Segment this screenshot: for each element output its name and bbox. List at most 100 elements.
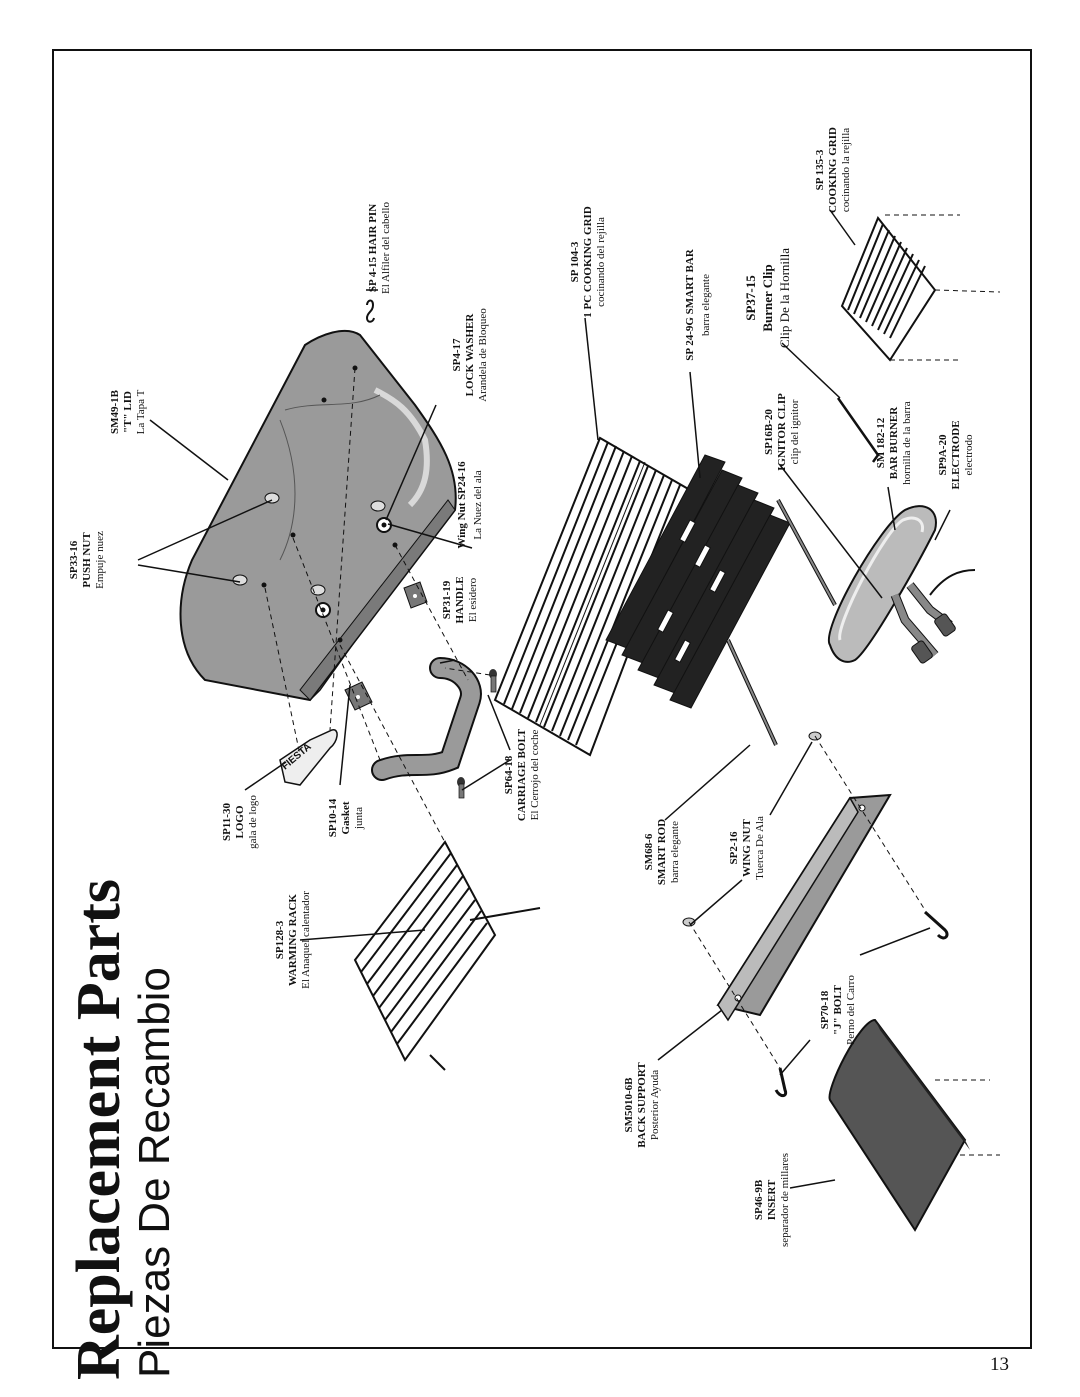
logo-spanish: gala de logo	[247, 795, 259, 849]
logo-code: SP11-30	[221, 803, 233, 841]
label-wing-nut: SP2-16 WING NUT Tuerca De Ala	[728, 816, 766, 880]
electrode-name: ELECTRODE	[950, 420, 962, 489]
carriage-bolt-name: CARRIAGE BOLT	[516, 728, 528, 821]
burner-clip-drawing	[836, 397, 880, 463]
logo-name: LOGO	[234, 805, 246, 838]
t-lid-spanish: La Tapa T	[135, 389, 147, 434]
wing-nut-lid-code: Wing Nut SP24-16	[456, 461, 468, 549]
cooking-grid-1pc-code: SP 104-3	[569, 241, 581, 282]
warming-rack-code: SP128-3	[274, 920, 286, 959]
cooking-grid-code: SP 135-3	[814, 149, 826, 190]
bar-burner-drawing	[827, 505, 976, 664]
push-nut-name: PUSH NUT	[81, 532, 93, 588]
burner-clip-spanish: Clip De la Hornilla	[777, 248, 792, 348]
label-cooking-grid-1pc: SP 104-3 1 PC COOKING GRID cocinando del…	[569, 206, 607, 318]
gasket-name: Gasket	[340, 801, 352, 834]
warming-rack-name: WARMING RACK	[287, 894, 299, 986]
label-insert: SP46-9B INSERT separador de millares	[753, 1153, 791, 1247]
cooking-grid-name: COOKING GRID	[827, 127, 839, 213]
cooking-grid-1pc-drawing	[493, 436, 692, 757]
page-border	[52, 49, 1032, 1349]
back-support-spanish: Posterior Ayuda	[649, 1070, 661, 1140]
smart-rod-name: SMART ROD	[656, 819, 668, 885]
label-smart-bar: SP 24-9G SMART BAR barra elegante	[684, 248, 712, 361]
lock-washer-spanish: Arandela de Bloqueo	[477, 308, 489, 402]
cooking-grid-1pc-name: 1 PC COOKING GRID	[582, 206, 594, 318]
smart-rod-drawing	[726, 499, 837, 746]
cooking-grid-1pc-spanish: cocinando del rejilla	[595, 217, 607, 307]
back-support-name: BACK SUPPORT	[636, 1062, 648, 1148]
lock-washer-name: LOCK WASHER	[464, 313, 476, 397]
t-lid-code: SM49-1B	[109, 389, 121, 434]
label-push-nut: SP33-16 PUSH NUT Empuje nuez	[68, 531, 106, 589]
gasket-code: SP10-14	[327, 798, 339, 837]
push-nut-spanish: Empuje nuez	[94, 531, 106, 589]
smart-bar-drawing	[605, 454, 791, 709]
label-wing-nut-lid: Wing Nut SP24-16 La Nuez del ala	[456, 461, 484, 549]
t-lid-drawing	[179, 329, 457, 702]
j-bolt-drawing	[923, 910, 949, 940]
j-bolt-name: "J" BOLT	[832, 984, 844, 1035]
smart-bar-code: SP 24-9G SMART BAR	[684, 248, 696, 361]
cooking-grid-drawing	[840, 216, 937, 362]
wing-nut-name: WING NUT	[741, 818, 753, 876]
j-bolt-drawing-2	[774, 1067, 788, 1098]
label-electrode: SP9A-20 ELECTRODE electrodo	[937, 420, 975, 489]
insert-spanish: separador de millares	[779, 1153, 791, 1247]
label-ignitor-clip: SP16B-20 IGNITOR CLIP clip del ignitor	[763, 393, 801, 471]
label-handle: SP31-19 HANDLE El esidero	[441, 576, 479, 623]
smart-rod-spanish: barra elegante	[669, 821, 681, 883]
hair-pin-spanish: El Alfiler del cabello	[380, 202, 392, 294]
j-bolt-spanish: Perno del Carro	[845, 975, 857, 1045]
label-lock-washer: SP4-17 LOCK WASHER Arandela de Bloqueo	[451, 308, 489, 402]
insert-name: INSERT	[766, 1179, 778, 1220]
wing-nut-code: SP2-16	[728, 831, 740, 865]
bar-burner-name: BAR BURNER	[888, 406, 900, 479]
t-lid-name: "T" LID	[122, 391, 134, 433]
label-burner-clip: SP37-15 Burner Clip Clip De la Hornilla	[743, 248, 792, 348]
handle-drawing	[371, 657, 482, 781]
label-bar-burner: SM 182-12 BAR BURNER hornilla de la barr…	[875, 401, 913, 484]
label-smart-rod: SM68-6 SMART ROD barra elegante	[643, 819, 681, 885]
wing-nut-lid-spanish: La Nuez del ala	[472, 470, 484, 539]
hair-pin-drawing	[365, 299, 375, 323]
leader-lines	[137, 209, 951, 1189]
assembly-lines	[264, 214, 1001, 1156]
burner-clip-code: SP37-15	[743, 275, 758, 321]
wing-nut-spanish: Tuerca De Ala	[754, 816, 766, 880]
lock-washer-code: SP4-17	[451, 338, 463, 372]
electrode-spanish: electrodo	[963, 434, 975, 475]
back-support-code: SM5010-6B	[623, 1077, 635, 1133]
insert-drawing	[828, 1018, 970, 1232]
page-number: 13	[990, 1354, 1009, 1375]
bar-burner-spanish: hornilla de la barra	[901, 401, 913, 484]
hair-pin-code: SP 4-15 HAIR PIN	[367, 204, 379, 292]
label-warming-rack: SP128-3 WARMING RACK El Anaquel calentad…	[274, 891, 312, 989]
label-back-support: SM5010-6B BACK SUPPORT Posterior Ayuda	[623, 1062, 661, 1148]
gasket-spanish: junta	[353, 807, 365, 830]
ignitor-clip-code: SP16B-20	[763, 409, 775, 455]
handle-spanish: El esidero	[467, 577, 479, 622]
logo-badge-drawing: FIESTA	[279, 729, 338, 786]
warming-rack-drawing	[353, 840, 541, 1071]
smart-bar-spanish: barra elegante	[700, 274, 712, 336]
handle-code: SP31-19	[441, 580, 453, 619]
smart-rod-code: SM68-6	[643, 833, 655, 870]
carriage-bolt-drawing	[457, 669, 497, 799]
bar-burner-code: SM 182-12	[875, 417, 887, 468]
carriage-bolt-spanish: El Cerrojo del coche	[529, 730, 541, 821]
ignitor-clip-name: IGNITOR CLIP	[776, 393, 788, 471]
insert-code: SP46-9B	[753, 1179, 765, 1220]
burner-clip-name: Burner Clip	[760, 264, 775, 331]
label-carriage-bolt: SP64-18 CARRIAGE BOLT El Cerrojo del coc…	[503, 728, 541, 821]
electrode-code: SP9A-20	[937, 434, 949, 475]
carriage-bolt-code: SP64-18	[503, 755, 515, 794]
label-t-lid: SM49-1B "T" LID La Tapa T	[109, 389, 147, 434]
label-hair-pin: SP 4-15 HAIR PIN El Alfiler del cabello	[367, 202, 392, 294]
push-nut-code: SP33-16	[68, 540, 80, 579]
j-bolt-code: SP70-18	[819, 990, 831, 1029]
warming-rack-spanish: El Anaquel calentador	[300, 891, 312, 989]
label-cooking-grid: SP 135-3 COOKING GRID cocinando la rejil…	[814, 127, 852, 213]
label-logo: SP11-30 LOGO gala de logo	[221, 795, 259, 849]
